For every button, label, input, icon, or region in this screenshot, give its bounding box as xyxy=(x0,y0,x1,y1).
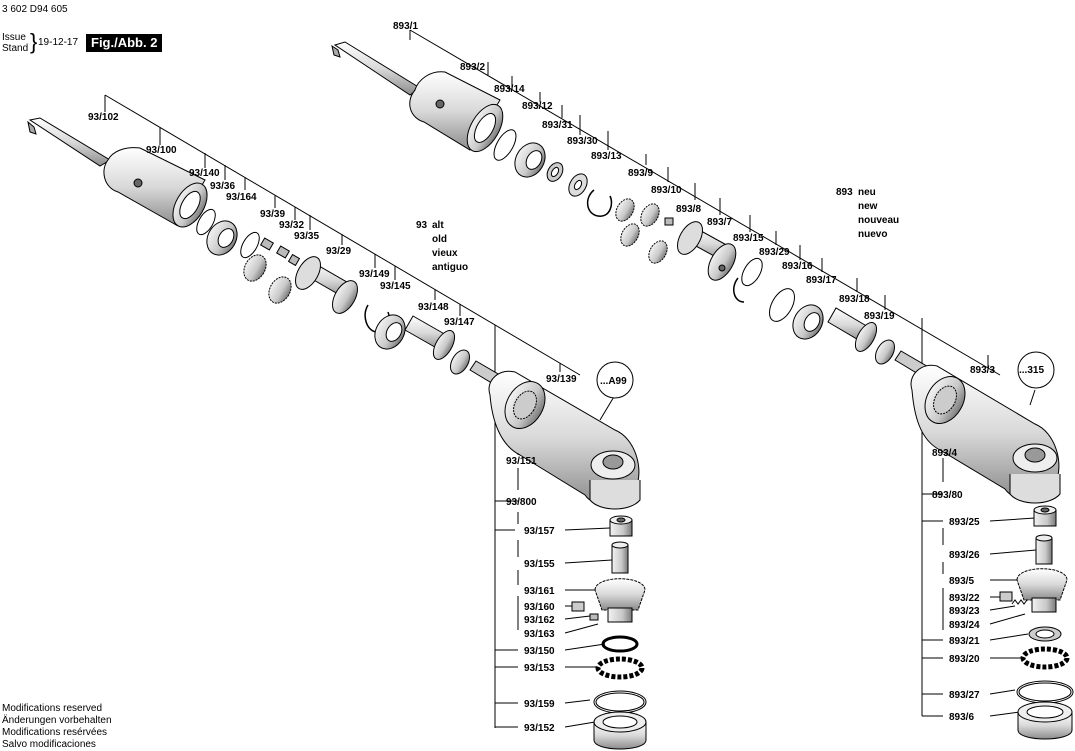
part-label: 893/15 xyxy=(733,233,764,244)
part-label: 93/149 xyxy=(359,269,390,280)
brace-icon: } xyxy=(30,29,38,54)
part-label: 93/800 xyxy=(506,497,537,508)
part-label: 893/4 xyxy=(932,448,957,459)
footer-line: Änderungen vorbehalten xyxy=(2,715,112,726)
part-label: 893/20 xyxy=(949,654,980,665)
part-label: 93/152 xyxy=(524,723,555,734)
part-label: 893/31 xyxy=(542,120,573,131)
note-line: nuevo xyxy=(858,229,887,240)
right-exploded-parts xyxy=(331,41,1074,740)
part-label: 893/24 xyxy=(949,620,980,631)
footer-line: Salvo modificaciones xyxy=(2,739,96,750)
part-label: 893/17 xyxy=(806,275,837,286)
note-line: old xyxy=(432,234,447,245)
issue-label: Issue xyxy=(2,32,26,43)
callout-label: ...315 xyxy=(1019,365,1044,376)
part-label: 893/12 xyxy=(522,101,553,112)
part-label: 893/1 xyxy=(393,21,418,32)
part-label: 93/29 xyxy=(326,246,351,257)
note-code: 893 xyxy=(836,187,853,198)
part-label: 893/16 xyxy=(782,261,813,272)
part-label: 93/102 xyxy=(88,112,119,123)
note-line: new xyxy=(858,201,878,212)
note-line: antiguo xyxy=(432,262,468,273)
part-label: 893/25 xyxy=(949,517,980,528)
stand-label: Stand xyxy=(2,43,29,54)
part-label: 93/163 xyxy=(524,629,555,640)
part-label: 893/27 xyxy=(949,690,980,701)
footer-line: Modifications resérvées xyxy=(2,727,108,738)
part-label: 93/35 xyxy=(294,231,319,242)
part-label: 893/18 xyxy=(839,294,870,305)
part-label: 93/161 xyxy=(524,586,555,597)
part-label: 93/36 xyxy=(210,181,235,192)
footer-line: Modifications reserved xyxy=(2,703,103,714)
part-label: 93/145 xyxy=(380,281,411,292)
note-line: alt xyxy=(432,220,444,231)
part-label: 93/155 xyxy=(524,559,555,570)
part-label: 893/29 xyxy=(759,247,790,258)
part-label: 93/153 xyxy=(524,663,555,674)
part-label: 93/157 xyxy=(524,526,555,537)
part-label: 893/8 xyxy=(676,204,701,215)
part-label: 893/26 xyxy=(949,550,980,561)
part-label: 93/164 xyxy=(226,192,257,203)
part-label: 893/9 xyxy=(628,168,653,179)
part-label: 893/23 xyxy=(949,606,980,617)
callout-label: ...A99 xyxy=(600,376,627,387)
part-label: 93/150 xyxy=(524,646,555,657)
part-label: 893/21 xyxy=(949,636,980,647)
left-part-labels: 93/102 93/100 93/140 93/36 93/164 93/39 … xyxy=(88,112,627,734)
part-label: 93/148 xyxy=(418,302,449,313)
part-label: 93/147 xyxy=(444,317,475,328)
part-label: 93/140 xyxy=(189,168,220,179)
part-label: 893/6 xyxy=(949,712,974,723)
part-label: 893/80 xyxy=(932,490,963,501)
part-label: 93/151 xyxy=(506,456,537,467)
document-number: 3 602 D94 605 xyxy=(2,4,68,15)
part-label: 893/13 xyxy=(591,151,622,162)
part-label: 93/139 xyxy=(546,374,577,385)
part-label: 893/19 xyxy=(864,311,895,322)
part-label: 93/100 xyxy=(146,145,177,156)
note-line: neu xyxy=(858,187,876,198)
part-label: 93/32 xyxy=(279,220,304,231)
part-label: 893/30 xyxy=(567,136,598,147)
note-line: nouveau xyxy=(858,215,899,226)
part-label: 93/39 xyxy=(260,209,285,220)
part-label: 93/159 xyxy=(524,699,555,710)
note-line: vieux xyxy=(432,248,458,259)
part-label: 893/3 xyxy=(970,365,995,376)
issue-date: 19-12-17 xyxy=(38,37,79,48)
part-label: 893/14 xyxy=(494,84,525,95)
part-label: 893/22 xyxy=(949,593,980,604)
left-exploded-parts xyxy=(27,117,647,750)
part-label: 93/162 xyxy=(524,615,555,626)
part-label: 893/10 xyxy=(651,185,682,196)
figure-label: Fig./Abb. 2 xyxy=(86,34,163,52)
right-part-labels: 893/1 893/2 893/14 893/12 893/31 893/30 … xyxy=(393,21,1044,723)
part-label: 893/7 xyxy=(707,217,732,228)
part-label: 93/160 xyxy=(524,602,555,613)
note-code: 93 xyxy=(416,220,428,231)
part-label: 893/2 xyxy=(460,62,485,73)
part-label: 893/5 xyxy=(949,576,974,587)
